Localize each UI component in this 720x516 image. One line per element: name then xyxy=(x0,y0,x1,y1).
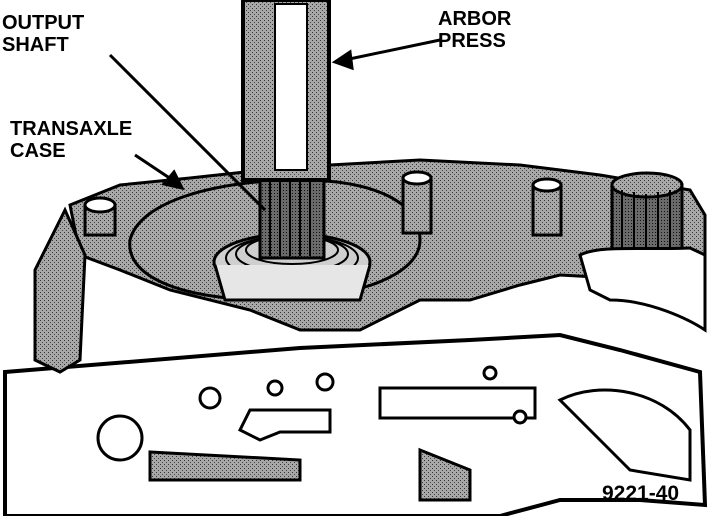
output-shaft-label: OUTPUT SHAFT xyxy=(2,12,85,56)
leader-arbor-press xyxy=(334,38,441,64)
arbor-press-ram xyxy=(241,0,331,182)
plate-cutouts xyxy=(96,365,692,502)
case-left-side xyxy=(33,206,87,374)
bearing-rings xyxy=(212,232,372,302)
arrow-arbor-press xyxy=(331,49,354,71)
arbor-press-label: ARBOR PRESS xyxy=(438,8,512,52)
case-posts xyxy=(83,170,563,237)
figure-number: 9221-40 xyxy=(602,482,680,505)
leader-lines xyxy=(108,38,441,212)
idler-gear xyxy=(610,171,684,257)
leader-output-shaft xyxy=(108,53,267,212)
case-bracket xyxy=(578,246,707,333)
output-shaft xyxy=(258,176,326,260)
transaxle-case-label: TRANSAXLE CASE xyxy=(10,118,133,162)
arrow-transaxle-case xyxy=(161,169,185,191)
